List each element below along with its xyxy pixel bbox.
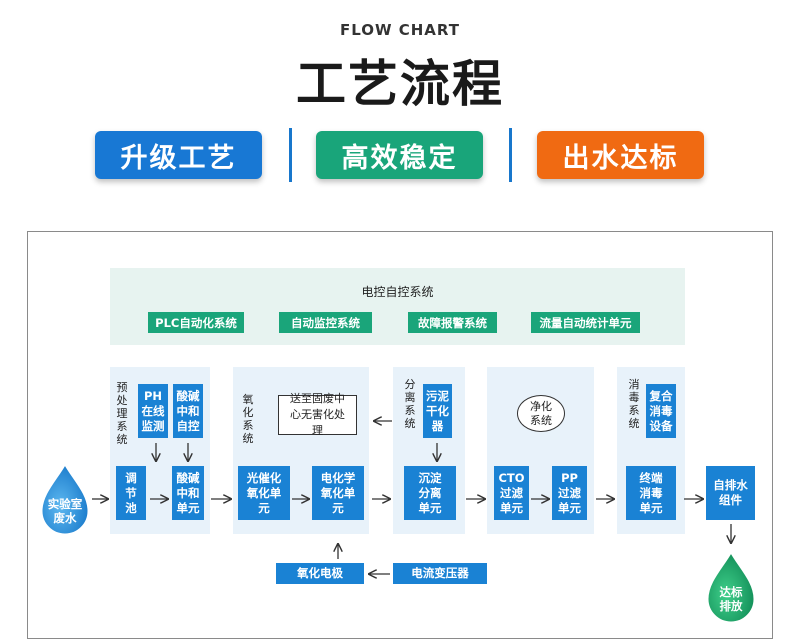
oxidation-electrode-box: 氧化电极 xyxy=(276,563,364,584)
control-item-flow-stats: 流量自动统计单元 xyxy=(531,312,640,333)
sludge-dryer-box: 污泥干化器 xyxy=(423,384,452,438)
ph-monitor-box: PH在线监测 xyxy=(138,384,168,438)
pp-filter-box: PP过滤单元 xyxy=(552,466,587,520)
tag-divider xyxy=(289,128,292,182)
page-title: 工艺流程 xyxy=(296,55,504,113)
acid-base-control-box: 酸碱中和自控 xyxy=(173,384,203,438)
drainage-component-box: 自排水组件 xyxy=(706,466,755,520)
electrochemical-oxidation-box: 电化学氧化单元 xyxy=(312,466,364,520)
flow-chart-subtitle: FLOW CHART xyxy=(339,21,461,39)
tag-divider xyxy=(509,128,512,182)
control-item-monitor: 自动监控系统 xyxy=(279,312,372,333)
output-drop-label: 达标排放 xyxy=(719,585,743,613)
tag-effluent-standard: 出水达标 xyxy=(537,131,704,179)
composite-disinfection-box: 复合消毒设备 xyxy=(646,384,676,438)
input-drop-label: 实验室废水 xyxy=(47,497,83,525)
input-water-drop xyxy=(39,459,91,537)
output-water-drop xyxy=(705,547,757,625)
neutralization-unit-box: 酸碱中和单元 xyxy=(172,466,204,520)
tag-upgrade-process: 升级工艺 xyxy=(95,131,262,179)
sludge-label: 分离系统 xyxy=(404,378,416,430)
photocatalytic-oxidation-box: 光催化氧化单元 xyxy=(238,466,290,520)
disinfect-label: 消毒系统 xyxy=(628,378,640,430)
current-transformer-box: 电流变压器 xyxy=(393,563,487,584)
regulating-tank-box: 调节池 xyxy=(116,466,146,520)
cto-filter-box: CTO过滤单元 xyxy=(494,466,529,520)
purification-system-circle: 净化系统 xyxy=(517,395,565,432)
control-item-plc: PLC自动化系统 xyxy=(148,312,244,333)
pretreat-label: 预处理系统 xyxy=(116,381,128,446)
terminal-disinfection-box: 终端消毒单元 xyxy=(626,466,676,520)
control-system-title: 电控自控系统 xyxy=(361,285,434,299)
solid-waste-note: 送至固废中心无害化处理 xyxy=(278,392,357,437)
oxidation-label: 氧化系统 xyxy=(242,393,254,445)
control-item-alarm: 故障报警系统 xyxy=(408,312,497,333)
process-diagram-frame xyxy=(27,231,773,639)
settling-separation-box: 沉淀分离单元 xyxy=(404,466,456,520)
tag-stable-efficient: 高效稳定 xyxy=(316,131,483,179)
